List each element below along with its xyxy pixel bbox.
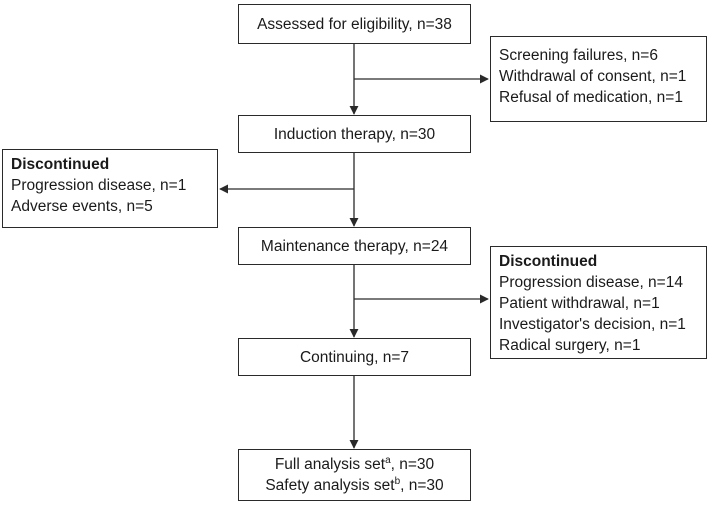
assessed-label: Assessed for eligibility, n=38 xyxy=(257,15,452,33)
exclusion-item: Screening failures, n=6 xyxy=(499,47,658,64)
induction-label: Induction therapy, n=30 xyxy=(273,125,436,143)
exclusion-item: Refusal of medication, n=1 xyxy=(499,89,683,106)
discontinued-item: Radical surgery, n=1 xyxy=(499,337,641,354)
discontinued-box-2: Discontinued Progression disease, n=14 P… xyxy=(490,246,707,359)
full-analysis-footnote-mark: a xyxy=(385,454,391,466)
assessed-box: Assessed for eligibility, n=38 xyxy=(238,4,471,44)
discontinued-item: Progression disease, n=1 xyxy=(11,177,187,194)
discontinued-box-1: Discontinued Progression disease, n=1 Ad… xyxy=(2,149,218,228)
full-analysis-line: Full analysis seta, n=30 xyxy=(275,454,434,475)
discontinued-heading: Discontinued xyxy=(11,156,110,173)
continuing-box: Continuing, n=7 xyxy=(238,338,471,376)
maintenance-label: Maintenance therapy, n=24 xyxy=(260,237,449,255)
safety-analysis-count: , n=30 xyxy=(400,477,444,494)
discontinued-heading: Discontinued xyxy=(499,253,598,270)
exclusion-box: Screening failures, n=6 Withdrawal of co… xyxy=(490,36,707,122)
discontinued-item: Patient withdrawal, n=1 xyxy=(499,295,660,312)
safety-analysis-footnote-mark: b xyxy=(394,475,401,487)
continuing-label: Continuing, n=7 xyxy=(299,348,409,366)
exclusion-item: Withdrawal of consent, n=1 xyxy=(499,68,687,85)
safety-analysis-label: Safety analysis set xyxy=(265,477,395,494)
safety-analysis-line: Safety analysis setb, n=30 xyxy=(265,475,443,496)
discontinued-item: Investigator's decision, n=1 xyxy=(499,316,686,333)
full-analysis-label: Full analysis set xyxy=(274,456,386,473)
discontinued-item: Adverse events, n=5 xyxy=(11,198,153,215)
analysis-box: Full analysis seta, n=30 Safety analysis… xyxy=(238,449,471,501)
discontinued-item: Progression disease, n=14 xyxy=(499,274,683,291)
full-analysis-count: , n=30 xyxy=(390,456,435,473)
maintenance-box: Maintenance therapy, n=24 xyxy=(238,227,471,265)
induction-box: Induction therapy, n=30 xyxy=(238,115,471,153)
